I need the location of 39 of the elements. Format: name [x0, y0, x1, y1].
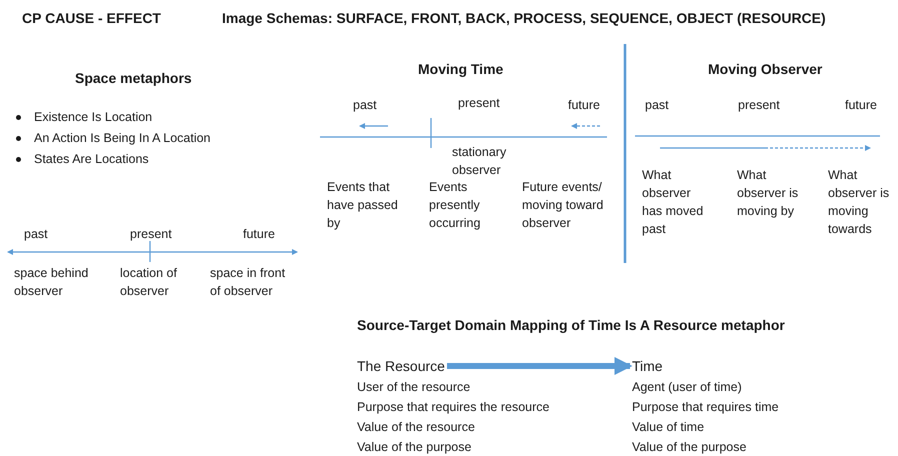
bullet-text: States Are Locations	[34, 151, 149, 168]
time-label: present	[458, 95, 500, 112]
description: What observer is moving towards	[828, 167, 890, 238]
title: CP CAUSE - EFFECT	[22, 10, 161, 27]
mapping-text: Purpose that requires time	[632, 399, 779, 416]
time-label: past	[24, 226, 48, 243]
description: location of observer	[120, 265, 178, 300]
mapping-text: The Resource	[357, 358, 445, 374]
mapping-text: User of the resource	[357, 379, 470, 396]
heading: Moving Time	[418, 61, 504, 78]
time-label: present	[738, 97, 780, 114]
time-label: future	[243, 226, 275, 243]
description: What observer has moved past	[642, 167, 704, 238]
heading: Space metaphors	[75, 70, 192, 87]
mapping-text: Value of the purpose	[357, 439, 472, 456]
heading: Moving Observer	[708, 61, 822, 78]
observer-note: stationary observer	[452, 144, 508, 179]
mapping-text: Value of the resource	[357, 419, 475, 436]
mapping-text: Agent (user of time)	[632, 379, 742, 396]
arrow	[447, 357, 632, 375]
bullet-text: Existence Is Location	[34, 109, 152, 126]
time-label: future	[568, 97, 600, 114]
description: Events that have passed by	[327, 179, 399, 232]
time-label: past	[353, 97, 377, 114]
description: What observer is moving by	[737, 167, 800, 220]
time-label: present	[130, 226, 172, 243]
heading: Source-Target Domain Mapping of Time Is A Resource metaphor	[357, 317, 785, 334]
description: Events presently occurring	[429, 179, 482, 232]
bullet-text: An Action Is Being In A Location	[34, 130, 211, 147]
mapping-text: Purpose that requires the resource	[357, 399, 550, 416]
mapping-text: Time	[632, 358, 663, 374]
description: space in front of observer	[210, 265, 286, 300]
mapping-text: Value of time	[632, 419, 704, 436]
time-label: future	[845, 97, 877, 114]
description: Future events/ moving toward observer	[522, 179, 604, 232]
description: space behind observer	[14, 265, 90, 300]
mapping-text: Value of the purpose	[632, 439, 746, 456]
title: Image Schemas: SURFACE, FRONT, BACK, PROCESS, SEQUENCE, OBJECT (RESOURCE)	[222, 10, 826, 27]
time-label: past	[645, 97, 669, 114]
